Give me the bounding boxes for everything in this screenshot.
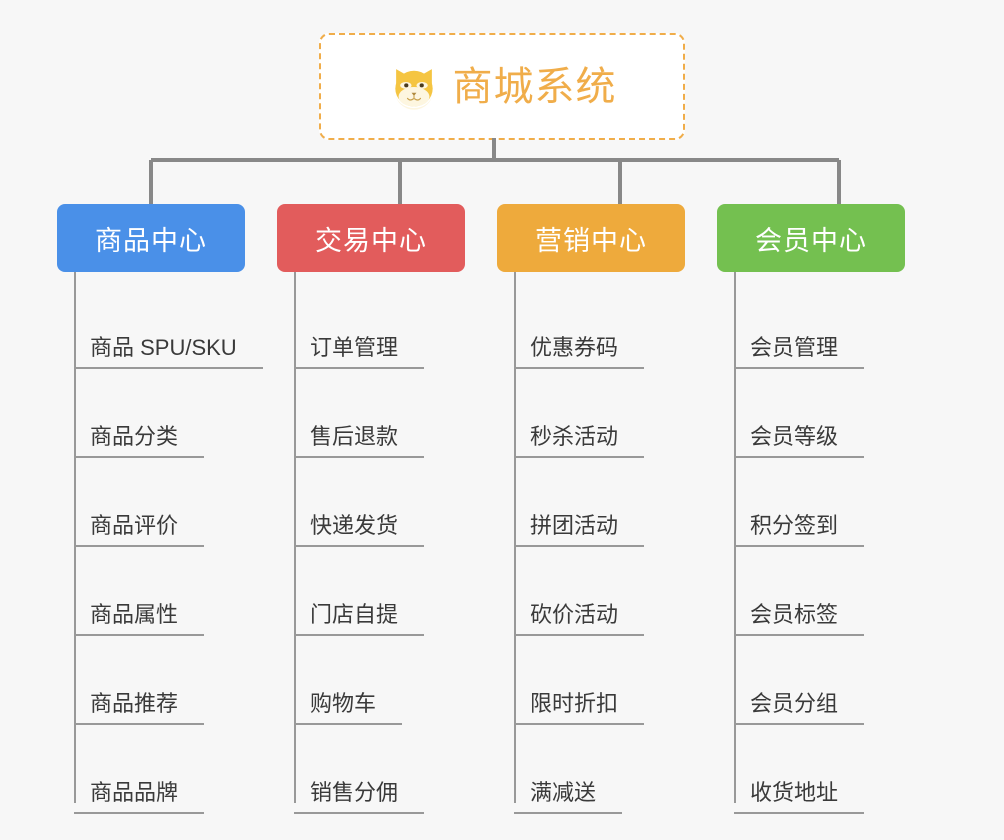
column-item-list: 订单管理 售后退款 快递发货 门店自提 购物车 销售分佣 xyxy=(277,272,465,840)
root-node[interactable]: 商城系统 xyxy=(319,33,685,140)
list-item-label: 优惠券码 xyxy=(514,335,645,369)
column-header-label: 营销中心 xyxy=(535,225,647,256)
list-item[interactable]: 销售分佣 xyxy=(294,725,465,814)
column-item-list: 商品 SPU/SKU 商品分类 商品评价 商品属性 商品推荐 商品品牌 xyxy=(57,272,263,840)
column-container: 商品中心 商品 SPU/SKU 商品分类 商品评价 商品属性 商品推荐 商品品牌… xyxy=(0,204,1004,840)
list-item[interactable]: 商品品牌 xyxy=(74,725,245,814)
list-item[interactable]: 优惠券码 xyxy=(514,280,685,369)
list-item[interactable]: 商品 SPU/SKU xyxy=(74,280,263,369)
list-item-label: 砍价活动 xyxy=(514,602,645,636)
list-item[interactable]: 积分签到 xyxy=(734,458,905,547)
list-item-label: 商品评价 xyxy=(74,513,205,547)
list-item[interactable]: 限时折扣 xyxy=(514,636,685,725)
list-item-label: 会员等级 xyxy=(734,424,865,458)
list-item-label: 售后退款 xyxy=(294,424,425,458)
list-item-label: 订单管理 xyxy=(294,335,425,369)
list-item[interactable]: 商品分类 xyxy=(74,369,245,458)
root-title: 商城系统 xyxy=(452,64,617,109)
list-item-label: 满减送 xyxy=(514,780,623,814)
list-item[interactable]: 订单管理 xyxy=(294,280,465,369)
list-item-label: 会员管理 xyxy=(734,335,865,369)
list-item-label: 商品推荐 xyxy=(74,691,205,725)
column-header-product-center[interactable]: 商品中心 xyxy=(57,204,245,272)
list-item-label: 商品品牌 xyxy=(74,780,205,814)
list-item-label: 商品分类 xyxy=(74,424,205,458)
list-item-label: 限时折扣 xyxy=(514,691,645,725)
list-item[interactable]: 会员管理 xyxy=(734,280,905,369)
list-item[interactable]: 秒杀活动 xyxy=(514,369,685,458)
list-item[interactable]: 商品评价 xyxy=(74,458,245,547)
list-item-label: 门店自提 xyxy=(294,602,425,636)
list-item[interactable]: 售后退款 xyxy=(294,369,465,458)
list-item[interactable]: 会员等级 xyxy=(734,369,905,458)
shiba-dog-icon xyxy=(388,61,440,113)
list-item[interactable]: 购物车 xyxy=(294,636,465,725)
list-item-label: 销售分佣 xyxy=(294,780,425,814)
list-item-label: 购物车 xyxy=(294,691,403,725)
list-item[interactable]: 拼团活动 xyxy=(514,458,685,547)
root-node-area: 商城系统 xyxy=(0,0,1004,145)
list-item-label: 拼团活动 xyxy=(514,513,645,547)
list-item-label: 会员分组 xyxy=(734,691,865,725)
column-item-list: 优惠券码 秒杀活动 拼团活动 砍价活动 限时折扣 满减送 xyxy=(497,272,685,840)
list-item[interactable]: 满减送 xyxy=(514,725,685,814)
list-item[interactable]: 砍价活动 xyxy=(514,547,685,636)
list-item-label: 会员标签 xyxy=(734,602,865,636)
column-header-label: 商品中心 xyxy=(95,225,207,256)
column-header-label: 会员中心 xyxy=(755,225,867,256)
column-header-label: 交易中心 xyxy=(315,225,427,256)
list-item-label: 收货地址 xyxy=(734,780,865,814)
list-item-label: 快递发货 xyxy=(294,513,425,547)
list-item-label: 积分签到 xyxy=(734,513,865,547)
list-item[interactable]: 收货地址 xyxy=(734,725,905,814)
column-item-list: 会员管理 会员等级 积分签到 会员标签 会员分组 收货地址 xyxy=(717,272,905,840)
list-item[interactable]: 商品属性 xyxy=(74,547,245,636)
list-item[interactable]: 会员标签 xyxy=(734,547,905,636)
column-header-marketing-center[interactable]: 营销中心 xyxy=(497,204,685,272)
list-item-label: 秒杀活动 xyxy=(514,424,645,458)
column-header-member-center[interactable]: 会员中心 xyxy=(717,204,905,272)
list-item-label: 商品 SPU/SKU xyxy=(74,335,263,369)
column-trade-center: 交易中心 订单管理 售后退款 快递发货 门店自提 购物车 销售分佣 xyxy=(277,204,465,840)
column-marketing-center: 营销中心 优惠券码 秒杀活动 拼团活动 砍价活动 限时折扣 满减送 xyxy=(497,204,685,840)
list-item[interactable]: 会员分组 xyxy=(734,636,905,725)
list-item[interactable]: 商品推荐 xyxy=(74,636,245,725)
list-item[interactable]: 快递发货 xyxy=(294,458,465,547)
list-item[interactable]: 门店自提 xyxy=(294,547,465,636)
column-member-center: 会员中心 会员管理 会员等级 积分签到 会员标签 会员分组 收货地址 xyxy=(717,204,905,840)
list-item-label: 商品属性 xyxy=(74,602,205,636)
column-product-center: 商品中心 商品 SPU/SKU 商品分类 商品评价 商品属性 商品推荐 商品品牌 xyxy=(57,204,263,840)
column-header-trade-center[interactable]: 交易中心 xyxy=(277,204,465,272)
